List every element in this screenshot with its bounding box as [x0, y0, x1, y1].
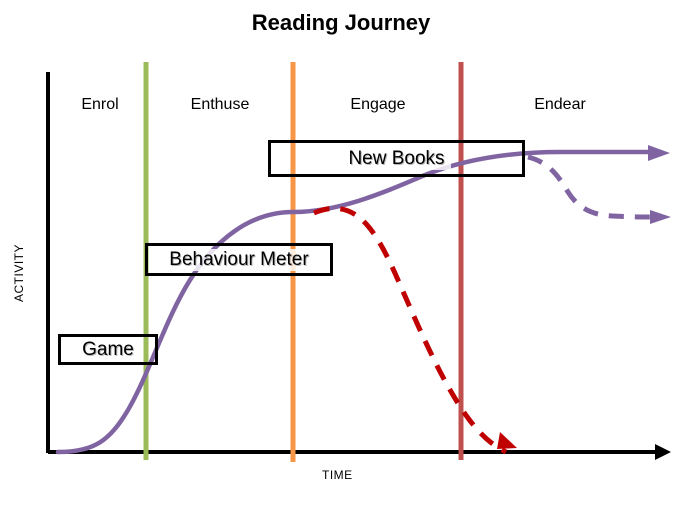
decline-curve-arrow-icon	[497, 432, 517, 449]
callout-box-behaviour-meter[interactable]: Behaviour Meter	[145, 243, 333, 276]
stage-label-engage: Engage	[350, 96, 406, 113]
callout-label-new-books: New Books	[342, 147, 451, 170]
stage-label-enrol: Enrol	[81, 96, 119, 113]
y-axis-label: ACTIVITY	[12, 243, 26, 302]
callout-label-game: Game	[76, 338, 140, 361]
axes-group	[46, 72, 671, 460]
decline-curve-dashed	[313, 205, 508, 455]
stage-label-enthuse: Enthuse	[190, 96, 250, 113]
x-axis-arrow-icon	[655, 444, 671, 460]
activity-curve-dashed-arrow-icon	[650, 210, 671, 224]
x-axis-label: TIME	[322, 468, 353, 482]
callout-label-behaviour-meter: Behaviour Meter	[163, 248, 315, 271]
callout-box-game[interactable]: Game	[58, 334, 158, 365]
activity-curve-solid-arrow-icon	[648, 145, 670, 161]
callout-box-new-books[interactable]: New Books	[268, 140, 525, 177]
stage-label-endear: Endear	[534, 96, 586, 113]
activity-curve-solid	[55, 149, 655, 455]
activity-curve-dashed-branch	[527, 154, 655, 220]
page-title: Reading Journey	[251, 10, 431, 35]
